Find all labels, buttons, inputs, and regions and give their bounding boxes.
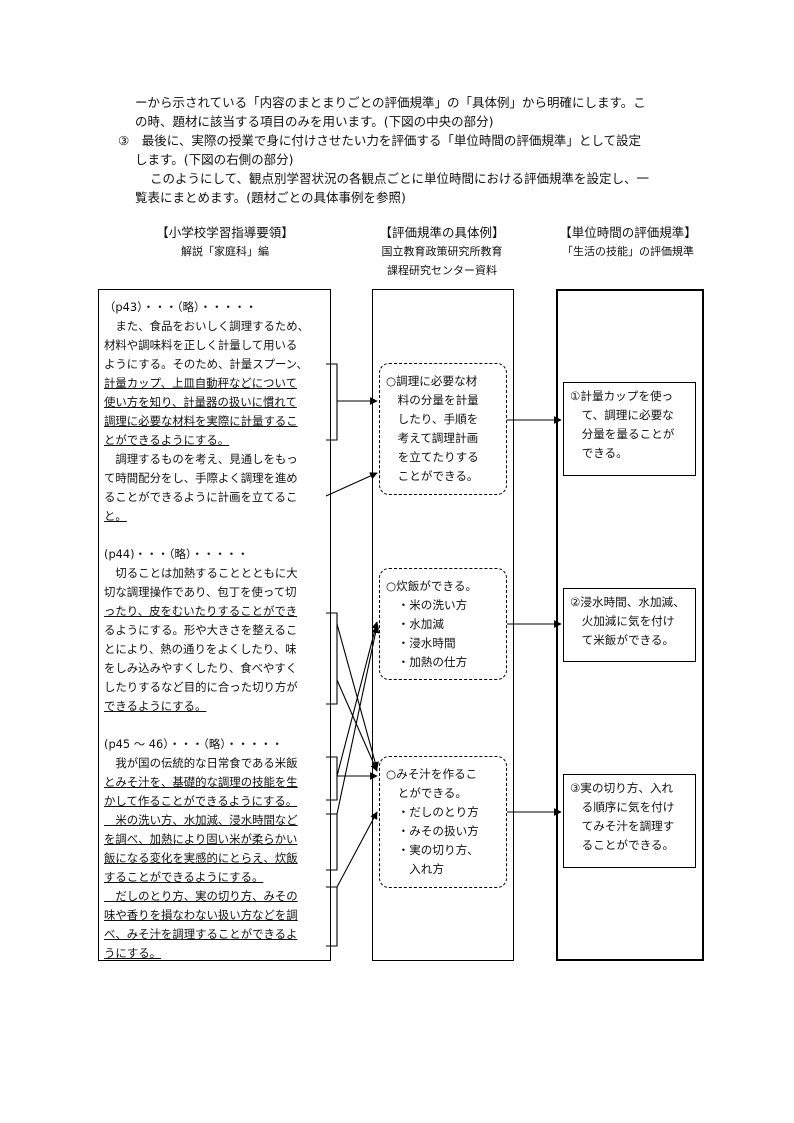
arrow-2b-to-mid3 bbox=[336, 679, 378, 772]
arrow-2-to-mid3 bbox=[336, 623, 379, 770]
arrow-3-to-mid2 bbox=[336, 621, 379, 777]
source-line: かして作ることができるようにする。 bbox=[104, 794, 298, 808]
source-line: るようにする。形や大きさを整えるこ bbox=[104, 623, 298, 637]
source-line: ようにする。そのため、計量スプーン、 bbox=[104, 355, 326, 374]
middle-item-line: ・実の切り方、 bbox=[386, 843, 479, 857]
intro-line-6: 覧表にまとめます。(題材ごとの具体事例を参照) bbox=[135, 190, 406, 205]
right-item-3: ③実の切り方、入れ る順序に気を付け てみそ汁を調理す ることができる。 bbox=[563, 774, 696, 868]
bracket-2 bbox=[326, 612, 338, 705]
middle-item-2-text: ○炊飯ができる。 ・米の洗い方 ・水加減 ・浸水時間 ・加熱の仕方 bbox=[386, 577, 477, 672]
source-line: ることができるように計画を立てるこ bbox=[104, 490, 298, 504]
left-column-subtitle: 解説「家庭科」編 bbox=[181, 245, 269, 258]
intro-line-2: の時、題材に該当する項目のみを用います。(下図の中央の部分) bbox=[135, 114, 494, 129]
bracket-4 bbox=[326, 813, 338, 871]
right-item-line: ①計量カップを使っ bbox=[570, 389, 674, 403]
source-line-text: ようにする。そのため、計量スプーン、 bbox=[104, 357, 308, 371]
middle-item-2 bbox=[379, 568, 507, 680]
middle-item-line: ○調理に必要な材 bbox=[386, 374, 478, 388]
source-line: 計量カップ、上皿自動秤などについて bbox=[104, 376, 297, 390]
right-item-line: ②浸水時間、水加減、 bbox=[570, 595, 685, 609]
source-line: うにする。 bbox=[104, 946, 162, 960]
bracket-1 bbox=[326, 363, 338, 441]
source-line: 調理に必要な材料を実際に計量するこ bbox=[104, 414, 298, 428]
source-line: を調べ、加熱により固い米が柔らかい bbox=[104, 832, 298, 846]
right-item-line: 分量を量ることが bbox=[570, 427, 675, 441]
source-line: 切な調理操作であり、包丁を使って切 bbox=[104, 585, 297, 599]
right-item-line: る順序に気を付け bbox=[570, 800, 675, 814]
source-line: とができるようにする。 bbox=[104, 433, 230, 447]
source-line: できるようにする。 bbox=[104, 699, 207, 713]
bracket-5 bbox=[326, 886, 338, 947]
middle-item-line: 考えて調理計画 bbox=[386, 431, 479, 445]
arrow-4-to-mid2 bbox=[336, 625, 380, 815]
right-item-line: てみそ汁を調理す bbox=[570, 819, 675, 833]
right-item-2: ②浸水時間、水加減、 火加減に気を付け て米飯ができる。 bbox=[563, 588, 696, 662]
left-source-box bbox=[98, 289, 331, 961]
right-item-line: できる。 bbox=[570, 446, 628, 460]
source-line: (p45 ～ 46）・・・（略）・・・・・ bbox=[104, 737, 283, 751]
middle-item-line: とができる。 bbox=[386, 786, 467, 800]
middle-column-title: 【評価規準の具体例】 bbox=[379, 225, 505, 240]
source-line: 我が国の伝統的な日常食である米飯 bbox=[104, 756, 298, 770]
middle-item-line: ○みそ汁を作るこ bbox=[386, 767, 478, 781]
right-item-line: て、調理に必要な bbox=[570, 408, 674, 422]
source-line: したりするなど目的に合った切り方が bbox=[104, 680, 298, 694]
middle-item-line: を立てたりする bbox=[386, 450, 479, 464]
intro-line-1: ーから示されている「内容のまとまりごとの評価規準」の「具体例」から明確にします。… bbox=[135, 95, 646, 110]
source-line: また、食品をおいしく調理するため、 bbox=[104, 319, 310, 333]
right-item-line: 火加減に気を付け bbox=[570, 614, 675, 628]
middle-item-1 bbox=[379, 363, 507, 495]
intro-line-3: ③ 最後に、実際の授業で身に付けさせたい力を評価する「単位時間の評価規準」として… bbox=[118, 133, 641, 148]
source-line: (p44)・・・（略）・・・・・ bbox=[104, 547, 249, 561]
right-item-1: ①計量カップを使っ て、調理に必要な 分量を量ることが できる。 bbox=[563, 382, 696, 476]
right-item-line: て米飯ができる。 bbox=[570, 633, 675, 647]
right-column-subtitle: 「生活の技能」の評価規準 bbox=[562, 245, 694, 258]
middle-item-1-text: ○調理に必要な材 料の分量を計量 したり、手順を 考えて調理計画 を立てたりする… bbox=[386, 372, 479, 486]
source-line: べ、みそ汁を調理することができるよ bbox=[104, 927, 298, 941]
source-line: （p43）・・・（略）・・・・・ bbox=[104, 300, 257, 314]
source-line: をしみ込みやすくしたり、食べやすく bbox=[104, 661, 298, 675]
source-line: 切ることは加熱することとともに大 bbox=[104, 566, 298, 580]
source-line: 調理するものを考え、見通しをもっ bbox=[104, 452, 298, 466]
right-column-title: 【単位時間の評価規準】 bbox=[559, 225, 697, 240]
bracket-3 bbox=[326, 756, 338, 801]
right-item-line: ③実の切り方、入れ bbox=[570, 781, 674, 795]
source-line: とにより、熱の通りをよくしたり、味 bbox=[104, 642, 297, 656]
arrow-5-to-mid3 bbox=[336, 811, 378, 888]
middle-item-line: 入れ方 bbox=[386, 862, 444, 876]
source-line: て時間配分をし、手際よく調理を進め bbox=[104, 471, 298, 485]
source-line: することができるようにする。 bbox=[104, 870, 264, 884]
middle-item-3-text: ○みそ汁を作るこ とができる。 ・だしのとり方 ・みその扱い方 ・実の切り方、 … bbox=[386, 765, 479, 879]
middle-item-line: ・浸水時間 bbox=[386, 636, 456, 650]
middle-item-line: ・米の洗い方 bbox=[386, 598, 468, 612]
middle-item-line: ○炊飯ができる。 bbox=[386, 579, 478, 593]
middle-item-line: ことができる。 bbox=[386, 469, 479, 483]
middle-column-subtitle-1: 国立教育政策研究所教育 bbox=[381, 245, 503, 258]
middle-item-line: ・加熱の仕方 bbox=[386, 655, 468, 669]
source-line: と。 bbox=[104, 509, 127, 523]
source-line: とみそ汁を、基礎的な調理の技能を生 bbox=[104, 775, 298, 789]
middle-item-line: したり、手順を bbox=[386, 412, 479, 426]
middle-column-subtitle-2: 課程研究センター資料 bbox=[387, 264, 497, 277]
source-line: 味や香りを損なわない扱い方などを調 bbox=[104, 908, 298, 922]
middle-item-line: ・みその扱い方 bbox=[386, 824, 479, 838]
source-line: 材料や調味料を正しく計量して用いる bbox=[104, 338, 298, 352]
right-item-line: ることができる。 bbox=[570, 838, 675, 852]
middle-item-3 bbox=[379, 756, 507, 888]
source-text: （p43）・・・（略）・・・・・ また、食品をおいしく調理するため、 材料や調味… bbox=[104, 298, 326, 963]
left-column-title: 【小学校学習指導要領】 bbox=[156, 225, 294, 240]
intro-line-5: このようにして、観点別学習状況の各観点ごとに単位時間における評価規準を設定し、一 bbox=[150, 171, 650, 186]
source-line: だしのとり方、実の切り方、みその bbox=[104, 889, 298, 903]
arrow-plan-to-mid1 bbox=[325, 472, 378, 497]
middle-item-line: 料の分量を計量 bbox=[386, 393, 479, 407]
source-line: ったり、皮をむいたりすることができ bbox=[104, 604, 298, 618]
source-line: 飯になる変化を実感的にとらえ、炊飯 bbox=[104, 851, 298, 865]
middle-item-line: ・だしのとり方 bbox=[386, 805, 479, 819]
source-line: 使い方を知り、計量器の扱いに慣れて bbox=[104, 395, 297, 409]
middle-item-line: ・水加減 bbox=[386, 617, 444, 631]
source-line: 米の洗い方、水加減、浸水時間など bbox=[104, 813, 298, 827]
intro-line-4: します。(下図の右側の部分) bbox=[135, 152, 294, 167]
